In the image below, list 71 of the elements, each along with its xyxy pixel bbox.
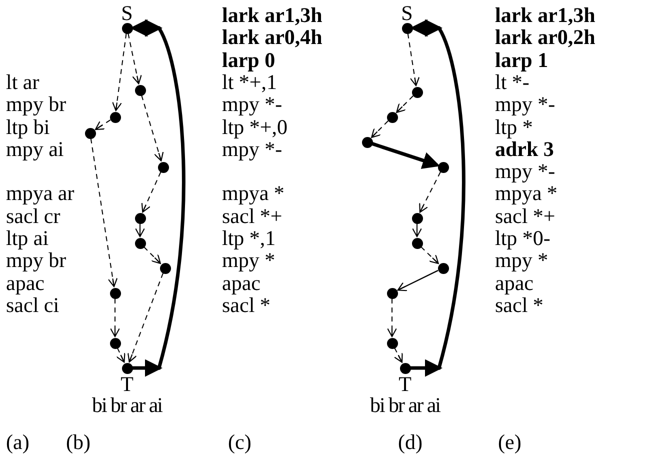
code-line: mpy *- (222, 138, 282, 160)
arrow (143, 246, 161, 264)
node-label: S (401, 2, 413, 22)
arrow (116, 347, 126, 363)
panel-label: (d) (398, 431, 422, 453)
arrow (412, 223, 422, 238)
node-label: S (121, 2, 133, 22)
panel-label: (c) (228, 431, 252, 453)
arrow (394, 347, 403, 363)
code-line: mpy br (6, 249, 66, 272)
code-line: ltp *0- (495, 227, 550, 249)
code-line: apac (495, 272, 534, 294)
arrow (127, 272, 164, 362)
arrow (90, 138, 118, 288)
arrow (134, 223, 146, 238)
code-line: mpy *- (495, 93, 556, 116)
arrow (112, 32, 127, 112)
code-line: mpya * (222, 182, 284, 204)
code-line: mpy br (6, 93, 66, 116)
code-line: lark ar1,3h (495, 4, 596, 26)
node-label: T (398, 374, 412, 394)
panel-label: (a) (6, 431, 30, 453)
arrow (410, 20, 466, 377)
arrow (386, 298, 398, 338)
code-line: lark ar1,3h (222, 4, 322, 26)
code-line: mpya * (495, 182, 558, 204)
arrow (110, 298, 120, 338)
code-line: lark ar0,4h (222, 26, 322, 48)
code-line: lt *- (495, 70, 530, 93)
code-line: apac (6, 272, 44, 294)
code-line: ltp * (495, 116, 533, 138)
arrow (94, 119, 111, 130)
panel-label: (e) (498, 431, 522, 453)
code-line: sacl ci (6, 294, 60, 316)
register-list: bi br ar ai (92, 394, 162, 416)
code-line: lt *+,1 (222, 70, 278, 93)
arrow (132, 20, 186, 377)
code-line: sacl * (222, 294, 270, 316)
code-line: mpy *- (222, 93, 282, 116)
code-line: ltp bi (6, 116, 50, 138)
code-line: lark ar0,2h (495, 26, 596, 48)
code-line: mpy *- (495, 160, 556, 182)
code-line: ltp *,1 (222, 227, 276, 249)
code-line: lt ar (6, 70, 40, 93)
code-line: sacl *+ (222, 204, 282, 227)
arrow (397, 270, 438, 292)
panel-label: (b) (66, 431, 90, 453)
code-line: larp 1 (495, 48, 548, 71)
code-line: adrk 3 (495, 138, 554, 160)
code-line: sacl *+ (495, 204, 556, 227)
code-line: mpy ai (6, 138, 64, 160)
code-line: apac (222, 272, 260, 294)
arrow (407, 32, 420, 86)
arrow (128, 32, 142, 84)
node-label: T (120, 374, 134, 394)
code-line: mpy * (222, 249, 276, 272)
register-list: bi br ar ai (370, 394, 440, 416)
arrow (141, 172, 162, 213)
arrow (371, 120, 389, 138)
arrow (419, 171, 441, 213)
code-line: larp 0 (222, 48, 276, 71)
code-line: ltp ai (6, 227, 49, 249)
arrow (420, 246, 439, 264)
code-line: mpya ar (6, 182, 74, 204)
code-line: mpy * (495, 249, 548, 272)
arrow (396, 95, 414, 113)
code-line: sacl * (495, 294, 544, 316)
code-line: sacl cr (6, 204, 60, 227)
arrow (141, 94, 164, 162)
code-line: ltp *+,0 (222, 116, 288, 138)
arrow (372, 142, 440, 169)
